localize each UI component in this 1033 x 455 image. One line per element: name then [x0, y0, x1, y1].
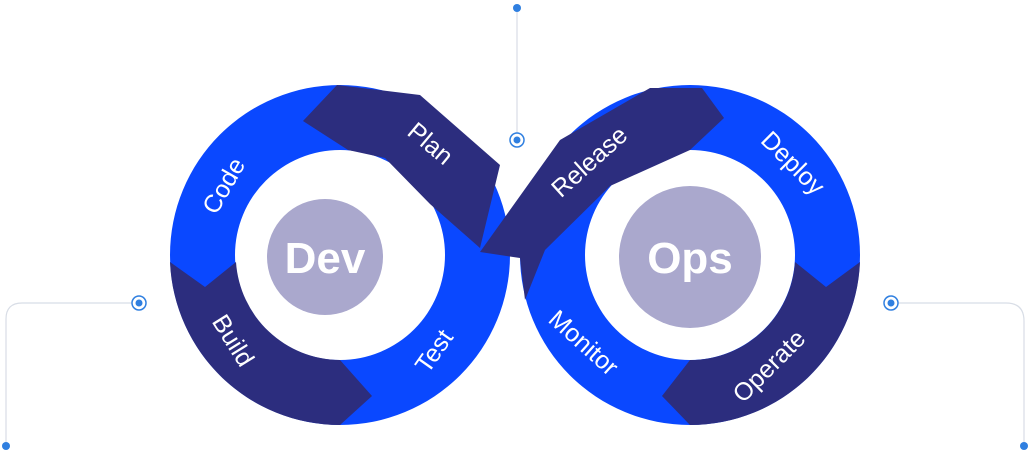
ops-loop [480, 85, 860, 426]
top-end-dot [513, 4, 521, 12]
top-node-dot [513, 136, 521, 144]
left-node-dot [135, 299, 143, 307]
segment-build [170, 262, 372, 426]
dev-center-label: Dev [285, 234, 366, 283]
left-end-dot [2, 442, 10, 450]
connector-lines [5, 8, 1025, 446]
connector-dots [2, 4, 1028, 450]
segment-release [480, 88, 724, 300]
ops-center-circle [619, 186, 761, 328]
right-connector [891, 302, 1025, 446]
left-connector [5, 302, 139, 446]
right-end-dot [1020, 442, 1028, 450]
dev-center-circle [267, 199, 383, 315]
segment-plan [303, 85, 500, 248]
segment-operate [662, 262, 860, 426]
dev-loop [170, 85, 510, 426]
ops-center-label: Ops [647, 234, 733, 283]
right-node-dot [887, 299, 895, 307]
